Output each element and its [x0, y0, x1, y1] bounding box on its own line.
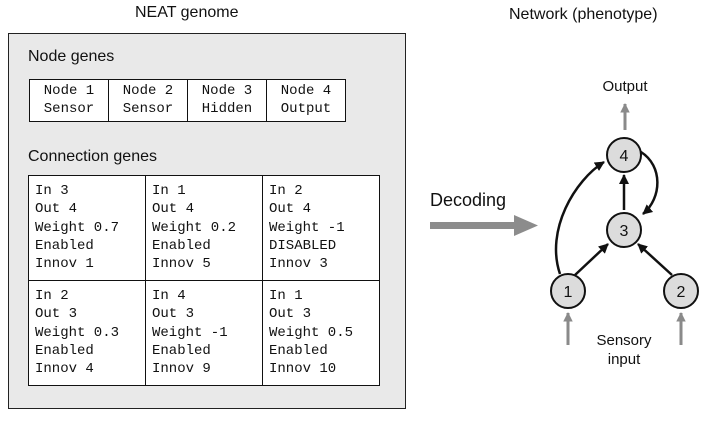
network-node-3: 3 [606, 212, 642, 248]
node-gene-cell: Node 1 Sensor [29, 79, 109, 122]
gene-status: DISABLED [269, 237, 337, 254]
connection-gene-cell: In 3 Out 4 Weight 0.7 Enabled Innov 1 [28, 175, 146, 281]
node-label-1: 1 [564, 284, 573, 301]
node-gene-cell: Node 4 Output [266, 79, 346, 122]
connection-genes-table: In 3 Out 4 Weight 0.7 Enabled Innov 1 In… [28, 175, 380, 386]
network-node-2: 2 [663, 273, 699, 309]
gene-innov: Innov 4 [35, 361, 94, 378]
node-gene-name: Node 4 [280, 83, 332, 99]
gene-in: In 1 [152, 183, 186, 199]
node-gene-type: Sensor [43, 101, 95, 117]
gene-innov: Innov 9 [152, 361, 211, 378]
gene-out: Out 4 [35, 201, 78, 218]
node-gene-name: Node 1 [43, 83, 95, 99]
gene-in: In 3 [35, 183, 69, 199]
genome-panel: Node genes Node 1 Sensor Node 2 Sensor N… [8, 33, 406, 409]
edge-1-4 [554, 160, 605, 275]
connection-gene-cell: In 4 Out 3 Weight -1 Enabled Innov 9 [145, 280, 263, 386]
gene-innov: Innov 5 [152, 256, 211, 273]
connection-gene-cell: In 1 Out 4 Weight 0.2 Enabled Innov 5 [145, 175, 263, 281]
gene-innov: Innov 1 [35, 256, 94, 273]
network-node-1: 1 [550, 273, 586, 309]
gene-weight: Weight 0.2 [152, 219, 237, 236]
connection-gene-cell: In 1 Out 3 Weight 0.5 Enabled Innov 10 [262, 280, 380, 386]
node-genes-label: Node genes [28, 48, 115, 65]
edge-4-3-recurrent [640, 150, 659, 215]
gene-weight: Weight -1 [269, 219, 345, 236]
node-gene-type: Sensor [122, 101, 174, 117]
gene-out: Out 4 [152, 201, 195, 218]
network-title: Network (phenotype) [509, 6, 658, 23]
gene-weight: Weight 0.3 [35, 324, 120, 341]
output-label: Output [602, 78, 648, 95]
decoding-label: Decoding [430, 190, 506, 210]
node-label-3: 3 [620, 223, 629, 240]
gene-in: In 2 [35, 288, 69, 304]
connection-genes-label: Connection genes [28, 148, 157, 165]
gene-in: In 1 [269, 288, 303, 304]
gene-status: Enabled [35, 342, 94, 359]
gene-out: Out 4 [269, 201, 312, 218]
gene-weight: Weight 0.7 [35, 219, 120, 236]
node-gene-type: Output [280, 101, 332, 117]
gene-status: Enabled [35, 237, 94, 254]
sensory-label-line2: input [608, 351, 641, 368]
node-label-4: 4 [620, 148, 629, 165]
node-gene-type: Hidden [201, 101, 253, 117]
gene-out: Out 3 [152, 306, 195, 323]
gene-weight: Weight 0.5 [269, 324, 354, 341]
edge-2-3 [637, 243, 673, 276]
gene-status: Enabled [269, 342, 328, 359]
decoding-arrow [430, 215, 538, 236]
gene-out: Out 3 [269, 306, 312, 323]
gene-innov: Innov 3 [269, 256, 328, 273]
node-genes-table: Node 1 Sensor Node 2 Sensor Node 3 Hidde… [29, 79, 346, 122]
gene-out: Out 3 [35, 306, 78, 323]
node-label-2: 2 [677, 284, 686, 301]
gene-in: In 4 [152, 288, 186, 304]
node-gene-name: Node 3 [201, 83, 253, 99]
connection-gene-cell: In 2 Out 4 Weight -1 DISABLED Innov 3 [262, 175, 380, 281]
connection-gene-cell: In 2 Out 3 Weight 0.3 Enabled Innov 4 [28, 280, 146, 386]
edge-1-3 [574, 243, 609, 276]
gene-status: Enabled [152, 342, 211, 359]
gene-in: In 2 [269, 183, 303, 199]
sensory-label-line1: Sensory [596, 332, 652, 349]
gene-weight: Weight -1 [152, 324, 228, 341]
network-node-4: 4 [606, 137, 642, 173]
genome-title: NEAT genome [135, 4, 239, 21]
node-gene-cell: Node 2 Sensor [108, 79, 188, 122]
gene-innov: Innov 10 [269, 361, 337, 378]
node-gene-name: Node 2 [122, 83, 174, 99]
gene-status: Enabled [152, 237, 211, 254]
